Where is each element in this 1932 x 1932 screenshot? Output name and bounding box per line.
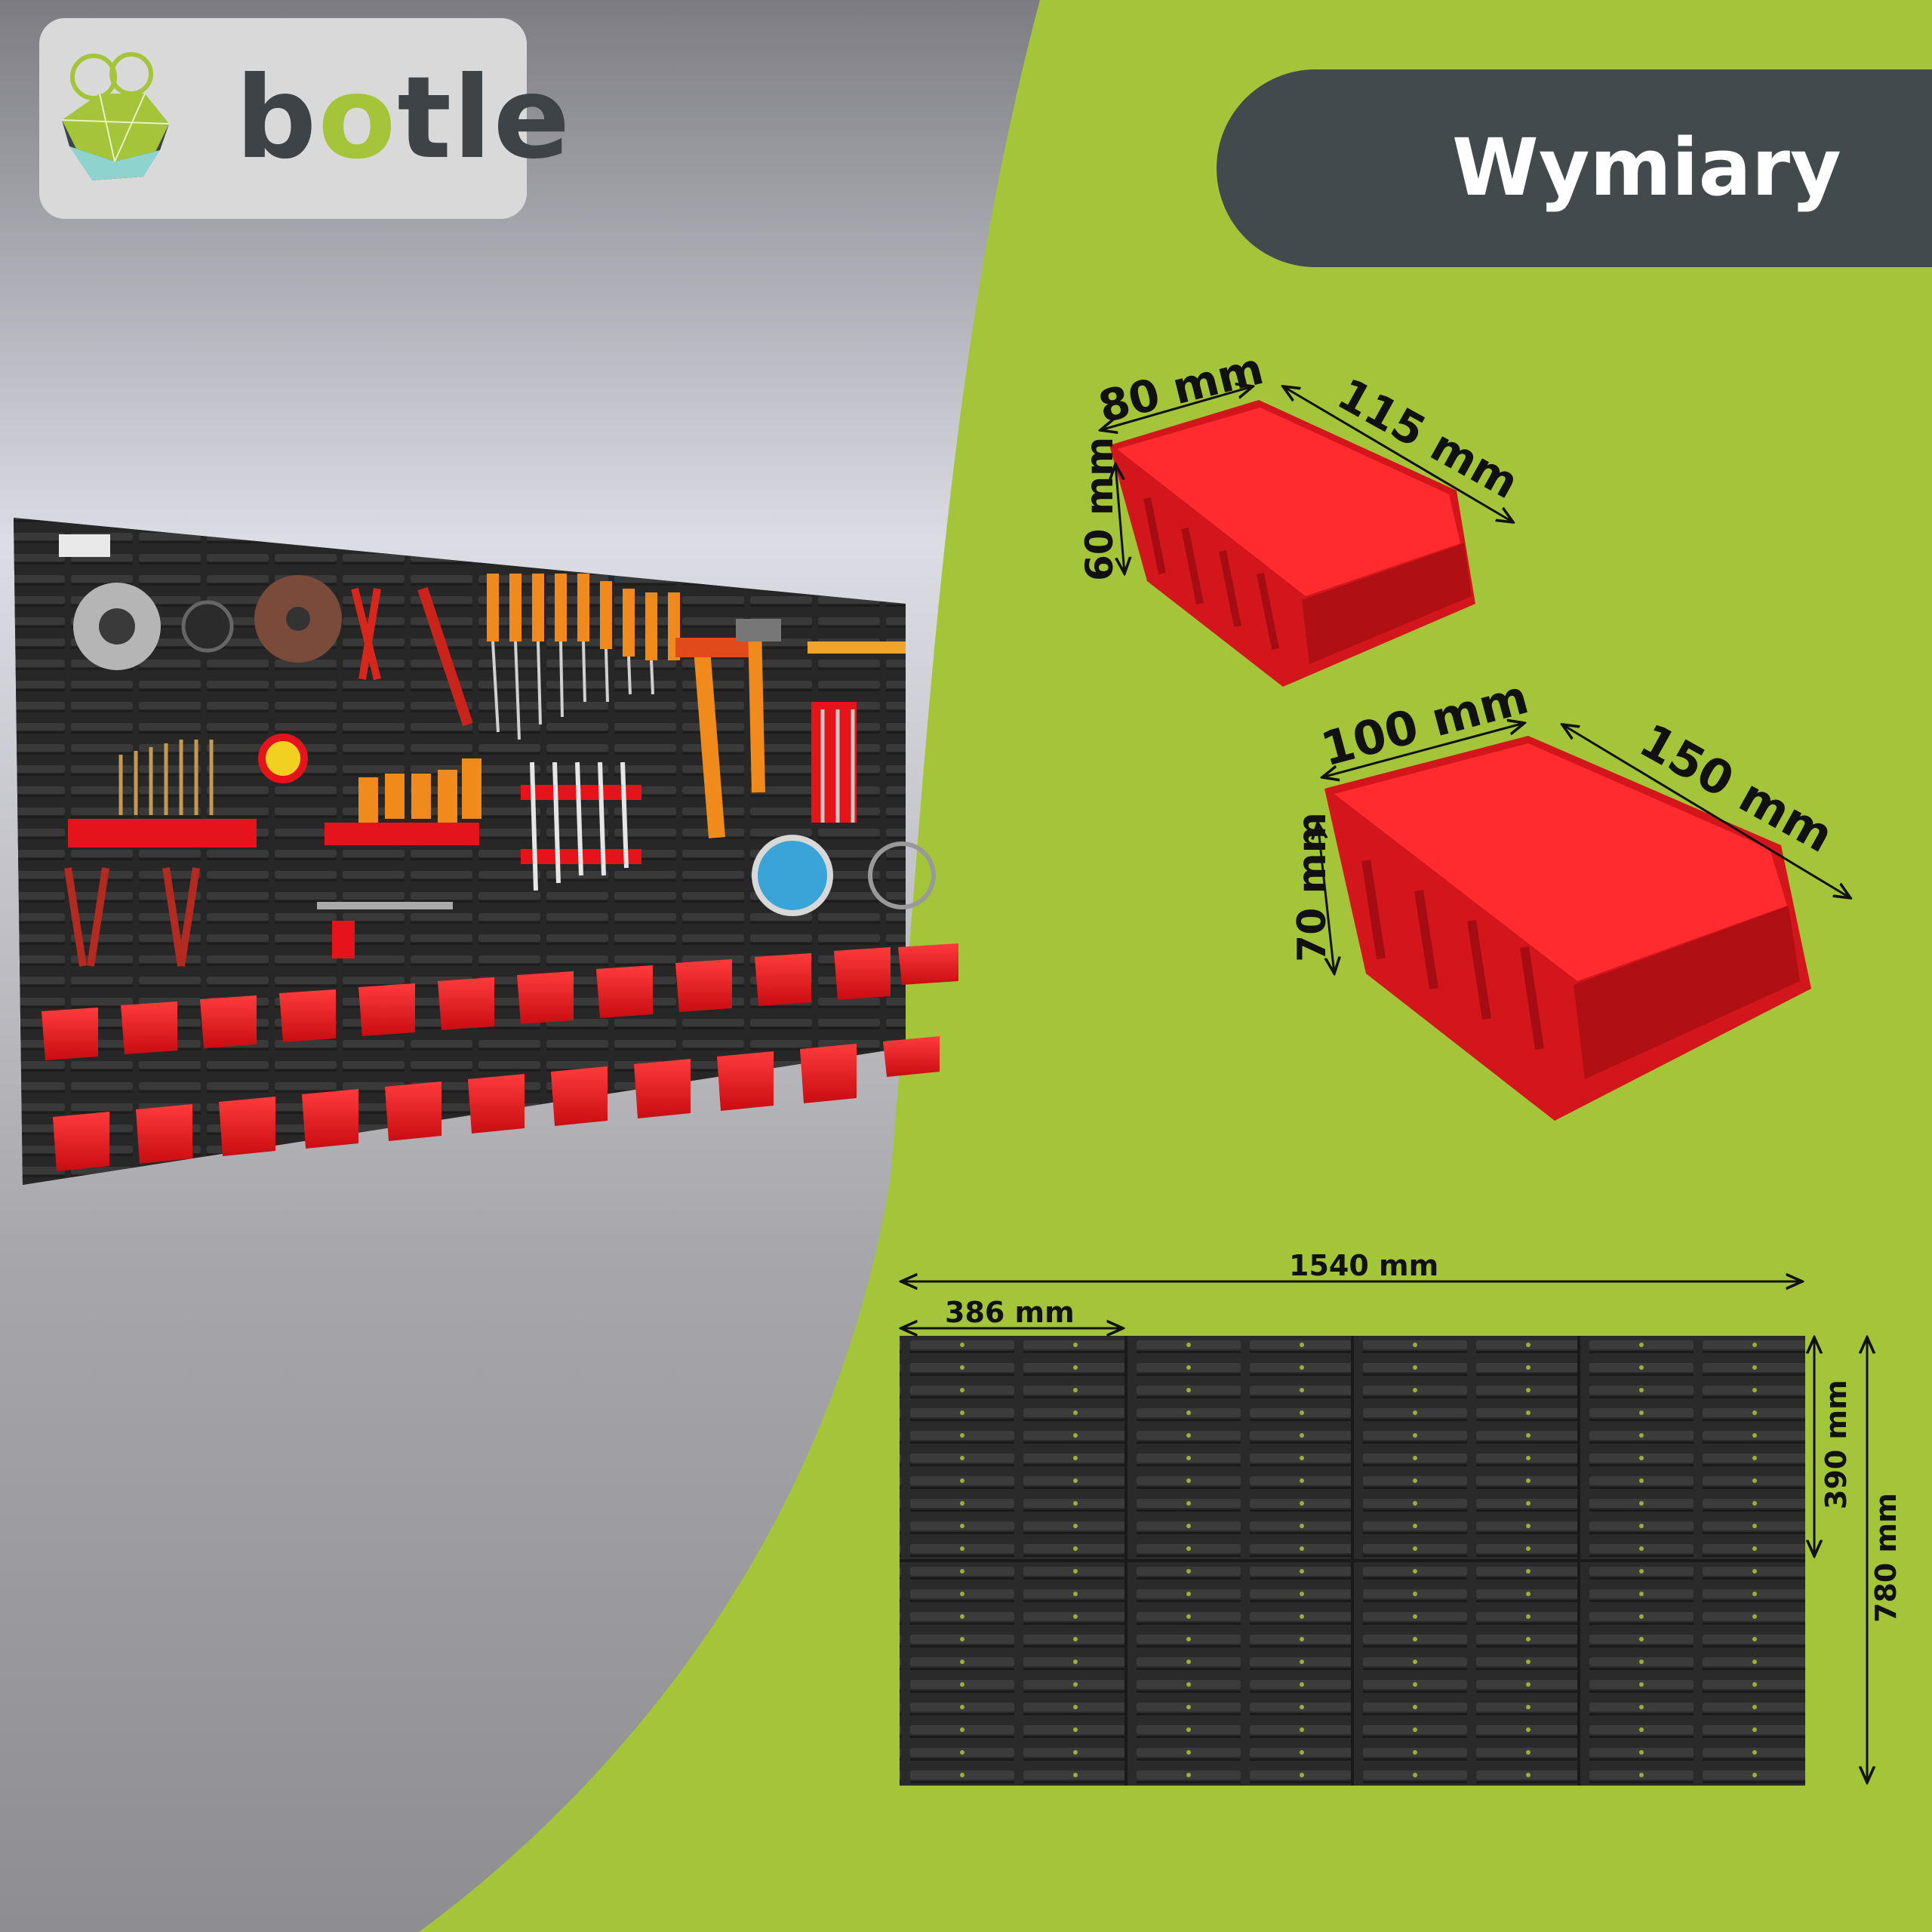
wall-bin-row-upper [42,943,958,1060]
wall-panel-image [900,1336,1805,1786]
brand-b: b [235,53,318,184]
brand-tle: tle [397,53,572,184]
brand-wordmark: botle [235,62,571,175]
logo-gem-icon [61,52,170,180]
panel-height-label: 390 mm [1820,1380,1853,1509]
panel-total-width-label: 1540 mm [1289,1249,1438,1282]
small-bin-dimension-lines [1100,386,1513,574]
panel-total-height-label: 780 mm [1869,1493,1903,1623]
page-title: Wymiary [1452,122,1841,214]
wall-panel-dimension-lines [901,1281,1867,1783]
wall-bin-row-lower [53,1036,940,1171]
large-bin-height-label: 70 mm [1290,812,1335,962]
small-bin-height-label: 60 mm [1078,437,1121,581]
brand-logo: botle [39,18,570,219]
title-banner: Wymiary [1217,69,1932,267]
large-bin-dimension-lines [1318,723,1850,974]
panel-width-label: 386 mm [945,1296,1075,1329]
brand-o: o [318,53,398,184]
